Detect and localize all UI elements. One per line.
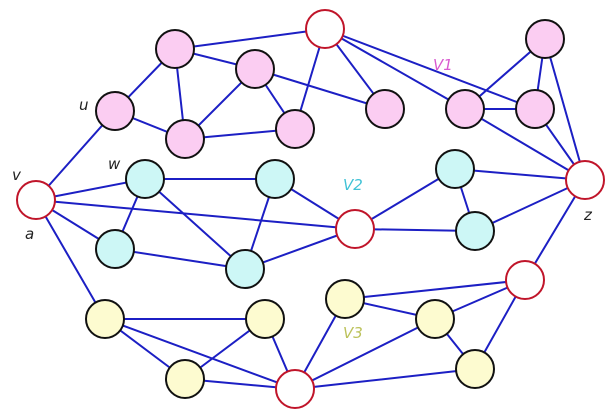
v3-node-y5 xyxy=(415,299,455,339)
label-a: a xyxy=(25,225,34,243)
v1-node-p8 xyxy=(515,89,555,129)
label-w: w xyxy=(108,155,121,173)
edge-p4-p6 xyxy=(254,68,386,110)
edge-v-sMid xyxy=(35,199,356,230)
v3-node-y6 xyxy=(455,349,495,389)
v2-node-c5 xyxy=(435,149,475,189)
edge-y6-sBot xyxy=(294,368,476,390)
label-v1: V1 xyxy=(433,56,453,74)
edge-v-y1 xyxy=(35,199,106,320)
edge-sMid-c6 xyxy=(354,228,476,232)
label-layer: v a u w z V1 V2 V3 xyxy=(12,56,593,342)
edge-p9-z xyxy=(544,38,586,181)
v3-node-y2 xyxy=(245,299,285,339)
v2-node-c2 xyxy=(95,229,135,269)
v3-node-y3 xyxy=(165,359,205,399)
label-u: u xyxy=(79,96,89,114)
v2-node-w xyxy=(125,159,165,199)
separator-node-v xyxy=(16,180,56,220)
edge-p1-sTop xyxy=(174,28,326,50)
edge-sTop-p8 xyxy=(324,28,536,110)
edge-c5-z xyxy=(454,168,586,181)
v3-node-y1 xyxy=(85,299,125,339)
v1-node-p1 xyxy=(155,29,195,69)
edge-y1-sBot xyxy=(104,318,296,390)
edge-c6-z xyxy=(474,179,586,232)
label-v3: V3 xyxy=(343,324,363,342)
v1-node-p4 xyxy=(235,49,275,89)
edge-w-c4 xyxy=(144,178,246,270)
separator-node-z xyxy=(565,160,605,200)
v3-node-y4 xyxy=(325,279,365,319)
label-v2: V2 xyxy=(343,176,363,194)
label-z: z xyxy=(583,206,593,224)
node-layer xyxy=(16,9,605,409)
edge-y5-sBot xyxy=(294,318,436,390)
v1-node-p5 xyxy=(275,109,315,149)
separator-node-sRight xyxy=(505,260,545,300)
edge-c2-c4 xyxy=(114,248,246,270)
v1-node-p9 xyxy=(525,19,565,59)
v1-node-p7 xyxy=(445,89,485,129)
edge-sTop-p7 xyxy=(324,28,466,110)
v1-node-p6 xyxy=(365,89,405,129)
separator-node-sBot xyxy=(275,369,315,409)
separator-node-sMid xyxy=(335,209,375,249)
edge-p7-z xyxy=(464,108,586,181)
v1-node-u xyxy=(95,91,135,131)
v2-node-c4 xyxy=(225,249,265,289)
v2-node-c6 xyxy=(455,211,495,251)
label-v: v xyxy=(12,166,22,184)
v1-node-p3 xyxy=(165,119,205,159)
edge-layer xyxy=(35,28,586,390)
separator-node-sTop xyxy=(305,9,345,49)
v2-node-c3 xyxy=(255,159,295,199)
edge-sRight-y4 xyxy=(344,279,526,300)
